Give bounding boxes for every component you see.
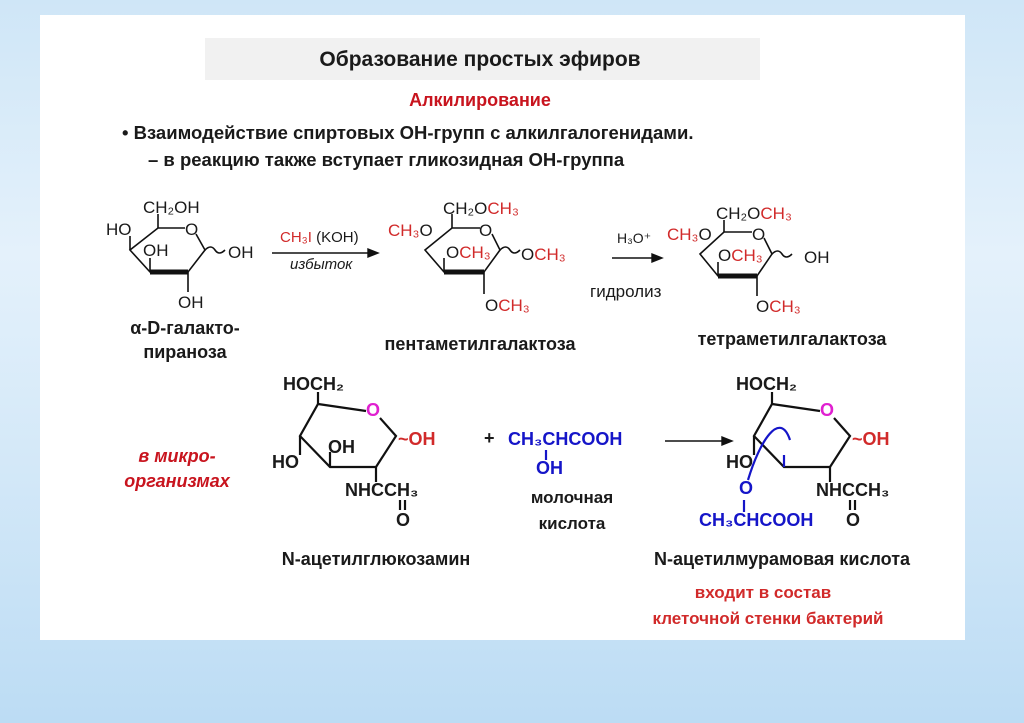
carbonyl-oxygen: O <box>396 510 411 530</box>
side-label-2: организмах <box>124 471 230 491</box>
dash-text: – в реакцию также вступает гликозидная О… <box>148 149 625 170</box>
side-label-1: в микро- <box>138 446 216 466</box>
o-label: O <box>485 296 499 315</box>
o-label: O <box>446 243 460 262</box>
nhcch3-label: NHCCH₃ <box>816 480 890 500</box>
note-line-2: клеточной стенки бактерий <box>652 609 884 628</box>
reagent-ch3i: CH₃I <box>280 229 312 246</box>
arrows <box>272 247 734 447</box>
caption-nag: N-ацетилглюкозамин <box>281 549 471 569</box>
ch2oh-label: CH₂OH <box>143 198 200 217</box>
o-label: O <box>698 225 712 244</box>
ring-oxygen: O <box>752 225 766 244</box>
oh-anomeric-label: ~OH <box>852 429 890 449</box>
ch3-label: CH₃ <box>667 225 699 244</box>
oh-anomeric-label: ~OH <box>398 429 436 449</box>
page-title: Образование простых эфиров <box>319 48 641 71</box>
ring-oxygen: O <box>185 220 199 239</box>
oh-inner-label: OH <box>143 241 169 260</box>
o-label: O <box>521 245 535 264</box>
galactopyranose-ring <box>128 214 226 292</box>
caption-pyranose: пираноза <box>143 342 227 362</box>
ring-oxygen: O <box>366 400 381 420</box>
reagent-base: (KOH) <box>311 229 359 246</box>
caption-nam: N-ацетилмурамовая кислота <box>653 549 911 569</box>
o-label: O <box>419 221 433 240</box>
bullet-text: • Взаимодействие спиртовых ОН-групп с ал… <box>122 122 694 143</box>
ring-oxygen: O <box>479 221 493 240</box>
oh-anomeric-label: OH <box>228 243 254 262</box>
caption-lactic-1: молочная <box>530 488 614 507</box>
caption-tetramethyl: тетраметилгалактоза <box>697 329 887 349</box>
ch3-label: CH₃ <box>459 243 491 262</box>
lactyl-group: CH₃CHCOOH <box>699 510 814 530</box>
carbonyl-oxygen: O <box>846 510 861 530</box>
ether-oxygen: O <box>739 478 754 498</box>
ch3-label: CH₃ <box>388 221 420 240</box>
nam-ring <box>742 392 857 512</box>
note-line-1: входит в состав <box>694 583 832 602</box>
ch3-label: CH₃ <box>498 296 530 315</box>
caption-galacto: α-D-галакто- <box>130 318 240 338</box>
condition-hydrolysis: гидролиз <box>590 282 662 301</box>
section-title: Алкилирование <box>409 90 551 110</box>
ch3-label: CH₃ <box>769 297 801 316</box>
oh-bottom-label: OH <box>178 293 204 312</box>
o-label: O <box>756 297 770 316</box>
hoch2-label: HOCH₂ <box>736 374 797 394</box>
hoch2-label: HOCH₂ <box>283 374 344 394</box>
oh-anomeric-label: OH <box>804 248 830 267</box>
caption-lactic-2: кислота <box>538 514 606 533</box>
ring-oxygen: O <box>820 400 835 420</box>
ch3-label: CH₃ <box>731 246 763 265</box>
tetramethyl-ring <box>698 220 793 296</box>
slide <box>40 15 965 640</box>
reagent-h3o: H₃O⁺ <box>617 230 652 246</box>
caption-pentamethyl: пентаметилгалактоза <box>384 334 576 354</box>
ch3-label: CH₃ <box>534 245 566 264</box>
title-box <box>205 38 760 80</box>
ho-label: HO <box>272 452 299 472</box>
nhcch3-label: NHCCH₃ <box>345 480 419 500</box>
condition-excess: избыток <box>290 256 353 273</box>
lactic-acid-formula: CH₃CHCOOH <box>508 429 623 449</box>
plus-sign: + <box>484 428 495 448</box>
pentamethyl-ring <box>423 214 521 294</box>
ch2o-label: CH₂O <box>443 199 488 218</box>
oh-inner-label: OH <box>328 437 355 457</box>
ch2o-label: CH₂O <box>716 204 761 223</box>
ch3-label: CH₃ <box>760 204 792 223</box>
ho-label: HO <box>106 220 132 239</box>
lactic-acid-oh: OH <box>536 458 563 478</box>
o-label: O <box>718 246 732 265</box>
ch3-label: CH₃ <box>487 199 519 218</box>
nag-ring <box>298 392 548 510</box>
ho-label: HO <box>726 452 753 472</box>
